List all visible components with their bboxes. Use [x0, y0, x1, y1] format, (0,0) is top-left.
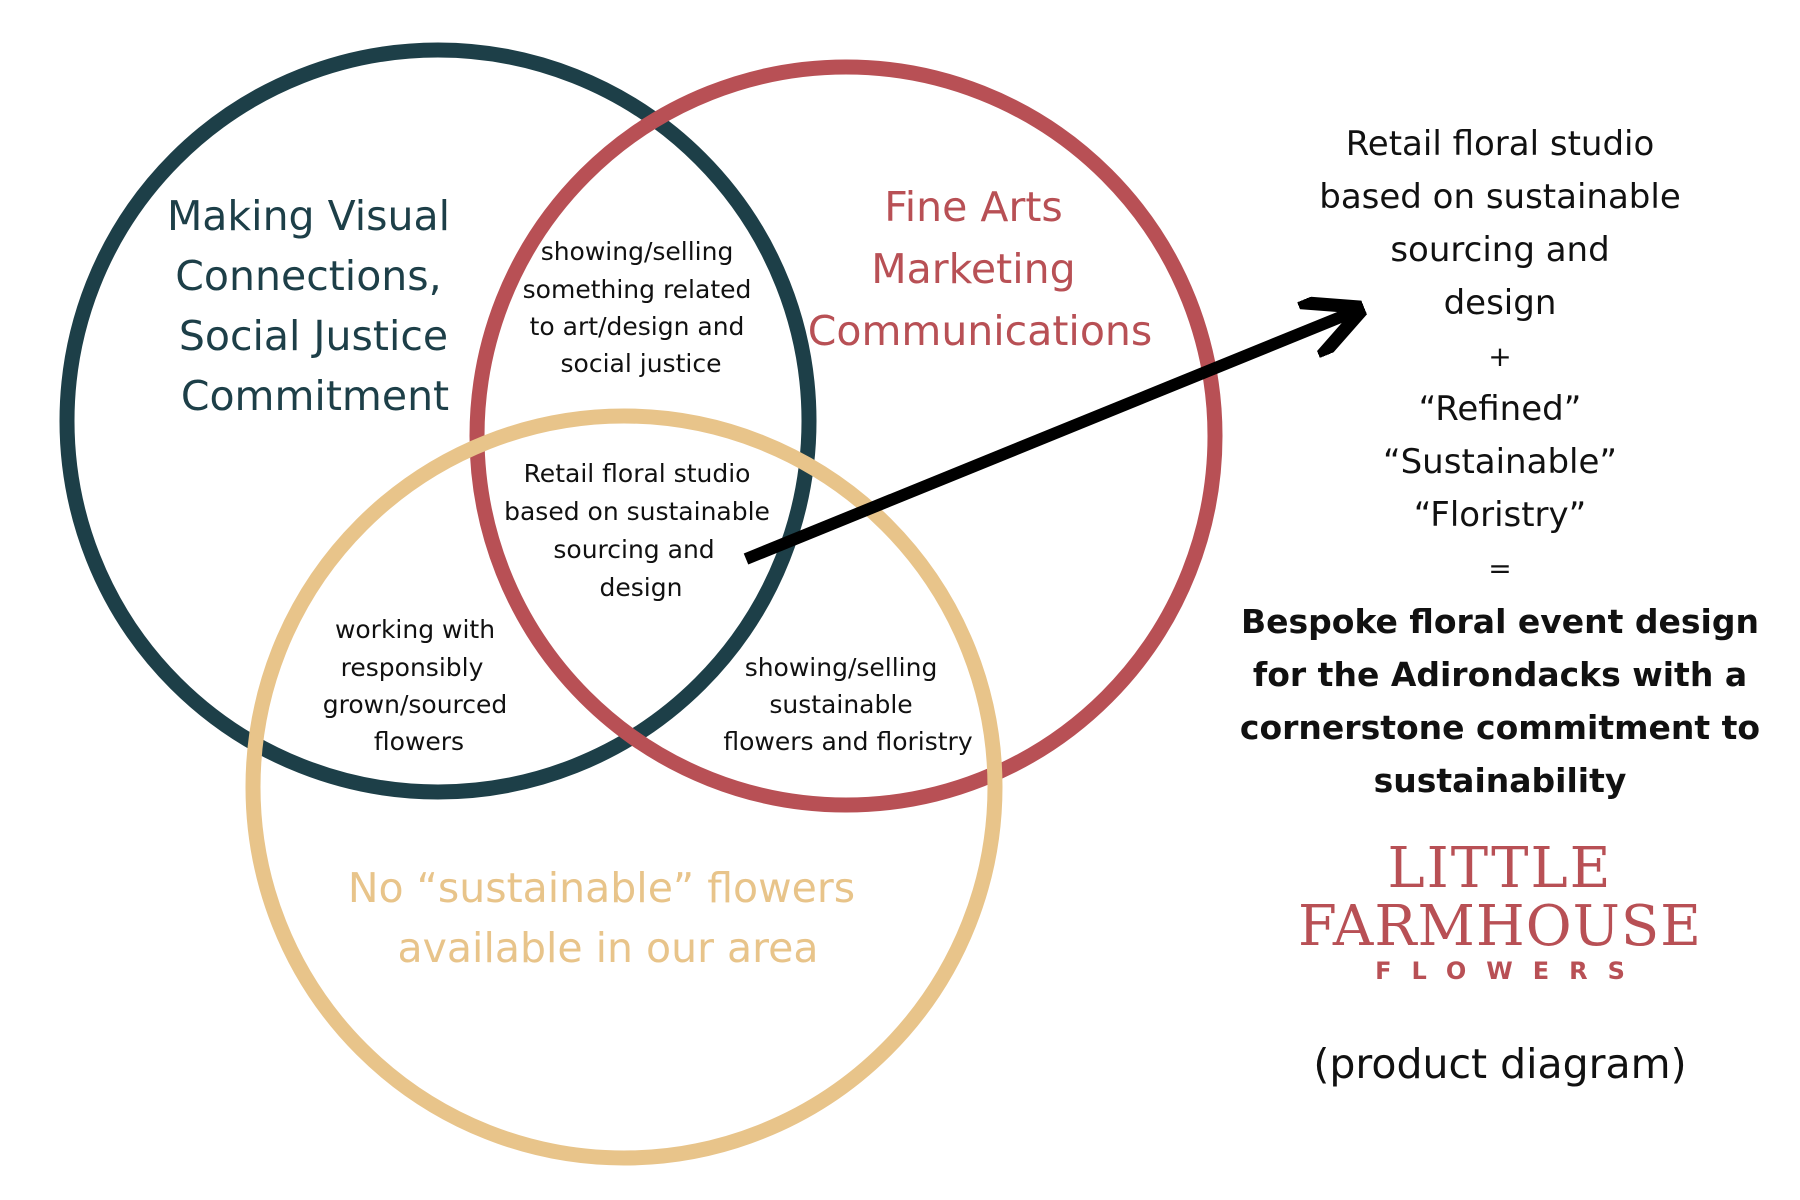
teal-circle-title: Making Visual Connections, Social Justic… [167, 192, 463, 420]
red-title-line: Fine Arts [884, 183, 1063, 231]
panel-line: Retail floral studio [1345, 124, 1655, 164]
logo-line-1: LITTLE [1387, 836, 1613, 901]
region-line: grown/sourced [323, 690, 508, 719]
region-line: responsibly [341, 653, 484, 682]
result-line: sustainability [1373, 761, 1627, 800]
result-line: for the Adirondacks with a [1252, 655, 1748, 694]
result-line: cornerstone commitment to [1239, 708, 1761, 747]
region-teal-red: showing/selling something related to art… [523, 237, 760, 378]
region-line: showing/selling [541, 237, 734, 266]
region-line: design [600, 573, 683, 602]
region-line: sourcing and [553, 535, 714, 564]
arrow-line [743, 312, 1353, 565]
equals-sign: = [1488, 552, 1512, 585]
red-circle-title: Fine Arts Marketing Communications [808, 183, 1153, 355]
region-center: Retail floral studio based on sustainabl… [504, 459, 778, 602]
panel-line: sourcing and [1390, 230, 1610, 270]
region-teal-gold: working with responsibly grown/sourced f… [323, 615, 515, 756]
teal-circle [59, 42, 817, 800]
region-line: based on sustainable [504, 497, 770, 526]
region-line: flowers [374, 727, 464, 756]
result-line: Bespoke floral event design [1241, 602, 1759, 641]
region-line: social justice [561, 349, 722, 378]
teal-title-line: Commitment [181, 372, 449, 420]
gold-circle [245, 408, 1003, 1166]
region-line: Retail floral studio [524, 459, 751, 488]
region-line: working with [335, 615, 495, 644]
caption: (product diagram) [1313, 1040, 1687, 1088]
panel-term: “Sustainable” [1382, 442, 1617, 482]
panel-line: based on sustainable [1319, 177, 1681, 217]
panel-line: design [1443, 283, 1557, 323]
panel-term: “Floristry” [1413, 495, 1587, 535]
region-line: showing/selling [745, 653, 938, 682]
gold-circle-title: No “sustainable” flowers available in ou… [348, 864, 868, 972]
teal-title-line: Social Justice [179, 312, 448, 360]
logo-line-3: FLOWERS [1375, 957, 1645, 985]
red-title-line: Communications [808, 307, 1153, 355]
red-title-line: Marketing [871, 245, 1075, 293]
plus-sign: + [1488, 340, 1512, 373]
region-line: flowers and floristry [723, 727, 972, 756]
logo-line-2: FARMHOUSE [1297, 894, 1703, 959]
region-line: sustainable [769, 690, 912, 719]
teal-title-line: Connections, [175, 252, 441, 300]
teal-title-line: Making Visual [167, 192, 450, 240]
equation-panel: Retail floral studio based on sustainabl… [1230, 118, 1770, 807]
brand-logo: LITTLE FARMHOUSE FLOWERS [1250, 840, 1750, 986]
region-line: something related [523, 275, 752, 304]
region-red-gold: showing/selling sustainable flowers and … [723, 653, 972, 756]
red-circle [469, 59, 1223, 813]
gold-title-line: No “sustainable” flowers [348, 864, 855, 912]
panel-term: “Refined” [1418, 389, 1582, 429]
gold-title-line: available in our area [398, 924, 819, 972]
region-line: to art/design and [530, 312, 745, 341]
